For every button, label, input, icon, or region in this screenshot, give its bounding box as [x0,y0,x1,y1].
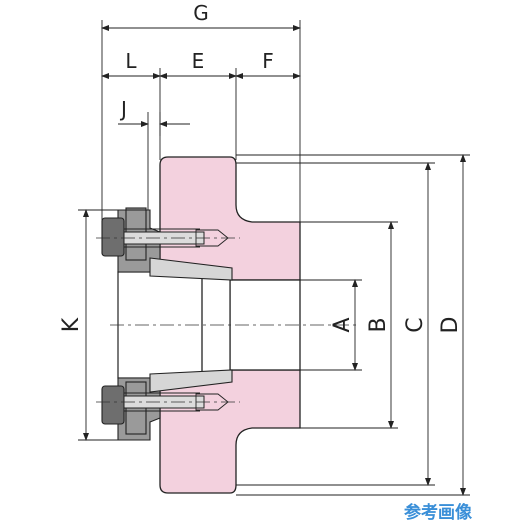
bolt-head-lower [101,385,125,425]
clamp-cone-lower [149,369,233,393]
reference-image-watermark: 参考画像 [404,502,473,523]
label-j: J [119,97,127,121]
label-a: A [330,317,355,332]
label-k: K [59,317,84,332]
label-d: D [438,317,463,334]
clamp-cone-upper [149,257,233,281]
label-c: C [403,317,428,332]
label-g: G [193,1,209,25]
hub-body [159,156,301,281]
label-l: L [125,49,137,73]
label-e: E [192,49,205,73]
label-b: B [366,317,391,332]
label-f: F [262,49,274,73]
bolt-head-upper [101,217,125,257]
